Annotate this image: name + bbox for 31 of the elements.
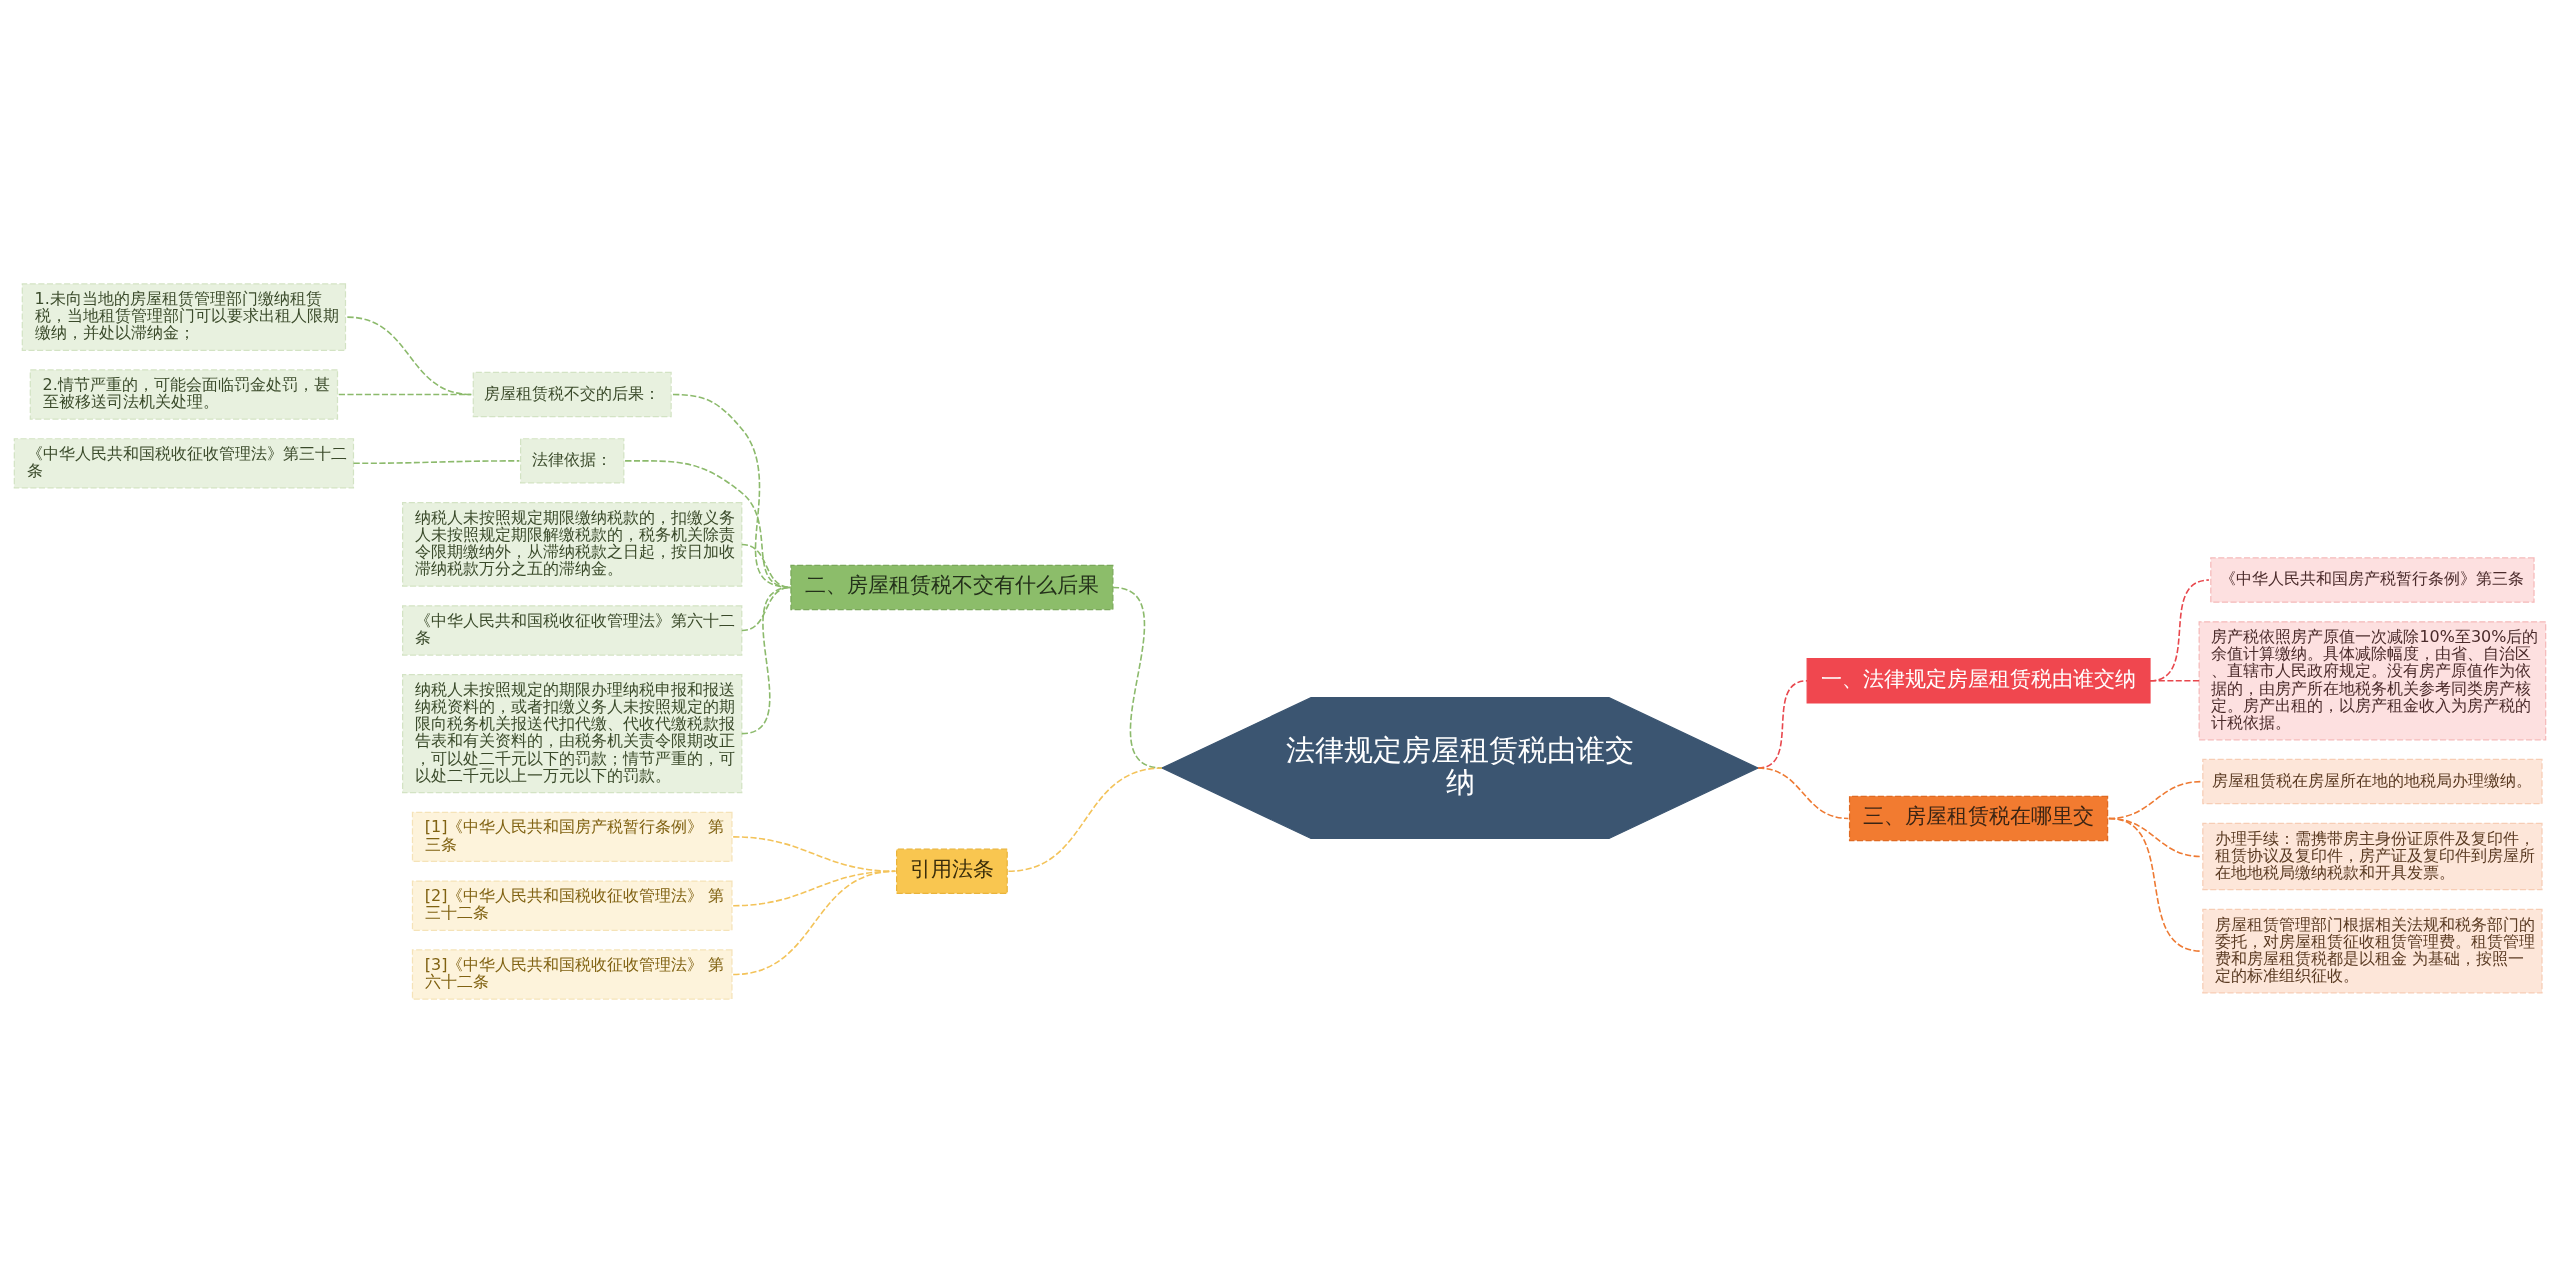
connector — [337, 393, 473, 396]
connector — [732, 836, 897, 873]
connector — [741, 586, 792, 735]
connector — [2108, 817, 2203, 952]
node-box: 纳税人未按照规定的期限办理纳税申报和报送纳税资料的，或者扣缴义务人未按照规定的期限向税务机关报送代扣代缴、代收代缴税款报告表和有关资料的，由税务机关责令限期改正，可以处二千元以下的罚款；情节严重的，可以处二千元以上一万元以下的罚款。 — [402, 674, 743, 794]
connector — [1007, 767, 1163, 873]
node-box: 房产税依照房产原值一次减除10%至30%后的余值计算缴纳。具体减除幅度，由省、自治区、直辖市人民政府规定。没有房产原值作为依据的，由房产所在地税务机关参考同类房产核定。房产出租的，以房产租金收入为房产税的计税依据。 — [2198, 621, 2547, 741]
node-box: 法律依据： — [519, 438, 625, 484]
node-box: 1.未向当地的房屋租赁管理部门缴纳租赁税，当地租赁管理部门可以要求出租人限期缴纳，并处以滞纳金； — [21, 283, 347, 351]
node-box: [3]《中华人民共和国税收征收管理法》 第六十二条 — [411, 949, 733, 1000]
node-box: 房屋租赁税不交的后果： — [472, 371, 672, 418]
node-box: 引用法条 — [896, 848, 1008, 895]
connector — [352, 460, 521, 465]
node-box: 纳税人未按照规定期限缴纳税款的，扣缴义务人未按照规定期限解缴税款的，税务机关除责令限期缴纳外，从滞纳税款之日起，按日加收滞纳税款万分之五的滞纳金。 — [402, 502, 743, 587]
connector — [741, 586, 792, 632]
connector — [1757, 767, 1850, 820]
node-box: 二、房屋租赁税不交有什么后果 — [790, 564, 1114, 611]
node-box: 房屋租赁管理部门根据相关法规和税务部门的委托，对房屋租赁征收租赁管理费。租赁管理费和房屋租赁税都是以租金 为基础，按照一定的标准组织征收。 — [2202, 908, 2543, 994]
node-box: [1]《中华人民共和国房产税暂行条例》 第三条 — [411, 811, 733, 863]
connector — [732, 870, 897, 976]
node-box: [2]《中华人民共和国税收征收管理法》 第三十二条 — [411, 880, 733, 931]
node-box: 《中华人民共和国税收征收管理法》第三十二条 — [13, 438, 355, 489]
connector — [2149, 579, 2210, 682]
node-box: 三、房屋租赁税在哪里交 — [1848, 795, 2109, 842]
node-box: 2.情节严重的，可能会面临罚金处罚，甚至被移送司法机关处理。 — [29, 369, 339, 420]
node-box: 房屋租赁税在房屋所在地的地税局办理缴纳。 — [2202, 758, 2543, 805]
connector — [2149, 680, 2200, 682]
node-box: 《中华人民共和国房产税暂行条例》第三条 — [2210, 557, 2535, 603]
node-box: 办理手续：需携带房主身份证原件及复印件，租赁协议及复印件，房产证及复印件到房屋所在地地税局缴纳税款和开具发票。 — [2202, 822, 2543, 891]
node-box: 一、法律规定房屋租赁税由谁交纳 — [1806, 658, 2151, 704]
node-box: 《中华人民共和国税收征收管理法》第六十二条 — [402, 605, 743, 656]
